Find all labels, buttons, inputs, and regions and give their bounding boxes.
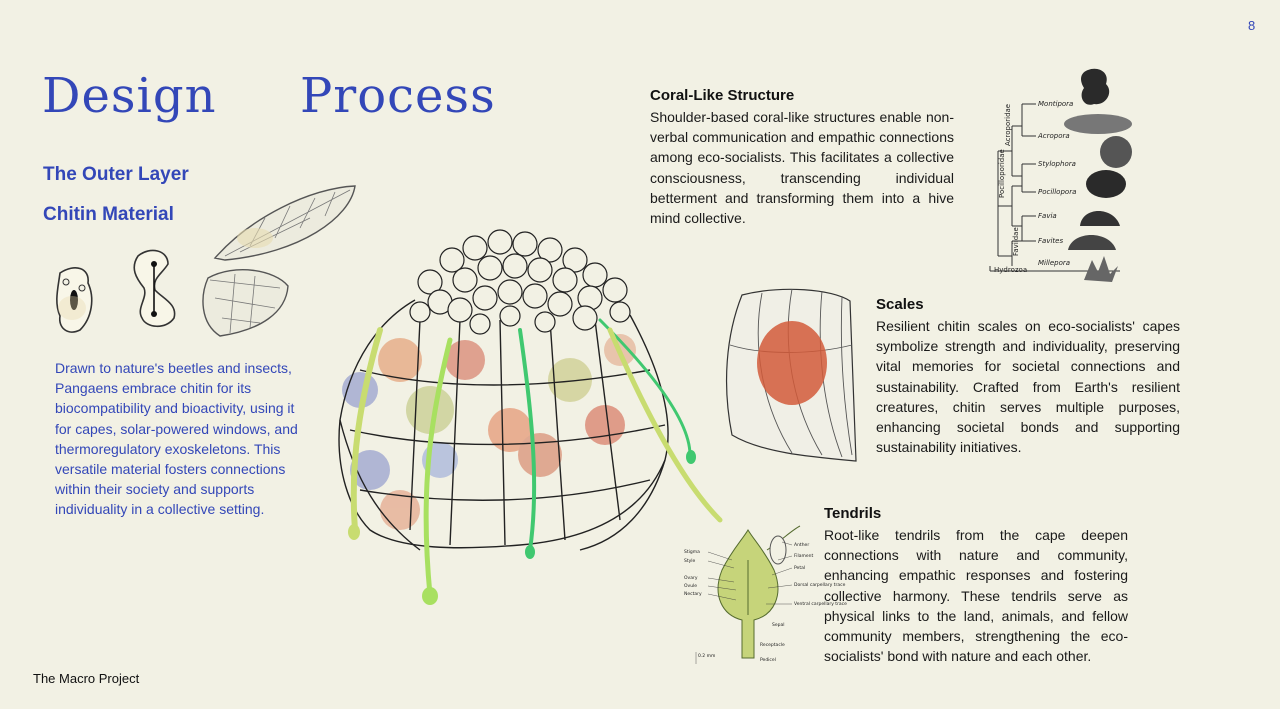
label-ventral-trace: Ventral carpellary trace: [794, 601, 847, 607]
coral-favites-image: [1068, 235, 1116, 250]
coral-acropora-image: [1064, 114, 1132, 134]
label-pedicel: Pedicel: [760, 657, 776, 663]
coral-pocillopora-image: [1086, 170, 1126, 198]
label-ovule: Ovule: [684, 583, 697, 589]
project-footer: The Macro Project: [33, 671, 140, 686]
insect-wings-illustration: [56, 185, 356, 337]
chitin-shape-1: [56, 267, 93, 333]
family-hydrozoa: Hydrozoa: [994, 266, 1027, 274]
tendrils-heading: Tendrils: [824, 505, 882, 522]
coral-favia-image: [1080, 211, 1120, 226]
scales-description: Resilient chitin scales on eco-socialist…: [876, 318, 1180, 456]
label-anther: Anther: [794, 542, 809, 548]
family-faviidae: Faviidae: [1012, 227, 1020, 256]
page-title-design: Design: [42, 68, 217, 124]
family-acroporidae: Acroporidae: [1004, 104, 1012, 146]
label-style: Style: [684, 558, 696, 564]
cape-illustration: [338, 229, 723, 605]
chitin-material-heading: Chitin Material: [43, 204, 174, 225]
label-filament: Filament: [794, 553, 814, 559]
genus-millepora: Millepora: [1038, 259, 1070, 267]
label-sepal: Sepal: [772, 622, 785, 628]
tendrils-description: Root-like tendrils from the cape deepen …: [824, 527, 1128, 665]
upper-wing-drawing: [213, 185, 356, 261]
genus-favia: Favia: [1038, 212, 1057, 220]
genus-stylophora: Stylophora: [1038, 160, 1076, 168]
label-scale-bar: 0.2 mm: [698, 653, 715, 659]
lower-wing-drawing: [202, 269, 289, 337]
scale-illustration: [725, 288, 857, 462]
tendril-strokes: [350, 318, 723, 598]
coral-millepora-image: [1084, 256, 1118, 282]
scales-heading: Scales: [876, 296, 924, 313]
genus-pocillopora: Pocillopora: [1038, 188, 1076, 196]
label-receptacle: Receptacle: [760, 642, 785, 648]
coral-stylophora-image: [1100, 136, 1132, 168]
flower-diagram: Stigma Style Ovary Ovule Nectary Anther …: [684, 525, 847, 664]
coral-structure-heading: Coral-Like Structure: [650, 87, 795, 104]
genus-acropora: Acropora: [1037, 132, 1070, 140]
genus-montipora: Montipora: [1038, 100, 1073, 108]
coral-cluster-drawing: [409, 229, 631, 335]
label-ovary: Ovary: [684, 575, 698, 581]
label-nectary: Nectary: [684, 591, 702, 597]
page-number: 8: [1248, 18, 1256, 33]
scale-memory-orb: [757, 321, 827, 405]
outer-layer-heading: The Outer Layer: [43, 164, 189, 185]
genus-favites: Favites: [1038, 237, 1063, 245]
coral-phylogeny-diagram: Acroporidae Pocilloporidae Faviidae Hydr…: [989, 68, 1132, 282]
chitin-description: Drawn to nature's beetles and insects, P…: [55, 360, 298, 518]
family-pocilloporidae: Pocilloporidae: [998, 149, 1006, 198]
coral-structure-description: Shoulder-based coral-like structures ena…: [650, 109, 954, 227]
label-stigma: Stigma: [684, 549, 700, 555]
cape-outline: [338, 299, 669, 551]
chitin-shape-2: [133, 249, 176, 328]
coral-montipora-image: [1081, 68, 1110, 105]
label-petal: Petal: [794, 565, 805, 571]
label-dorsal-trace: Dorsal carpellary trace: [794, 582, 846, 588]
page-title-process: Process: [300, 68, 496, 124]
